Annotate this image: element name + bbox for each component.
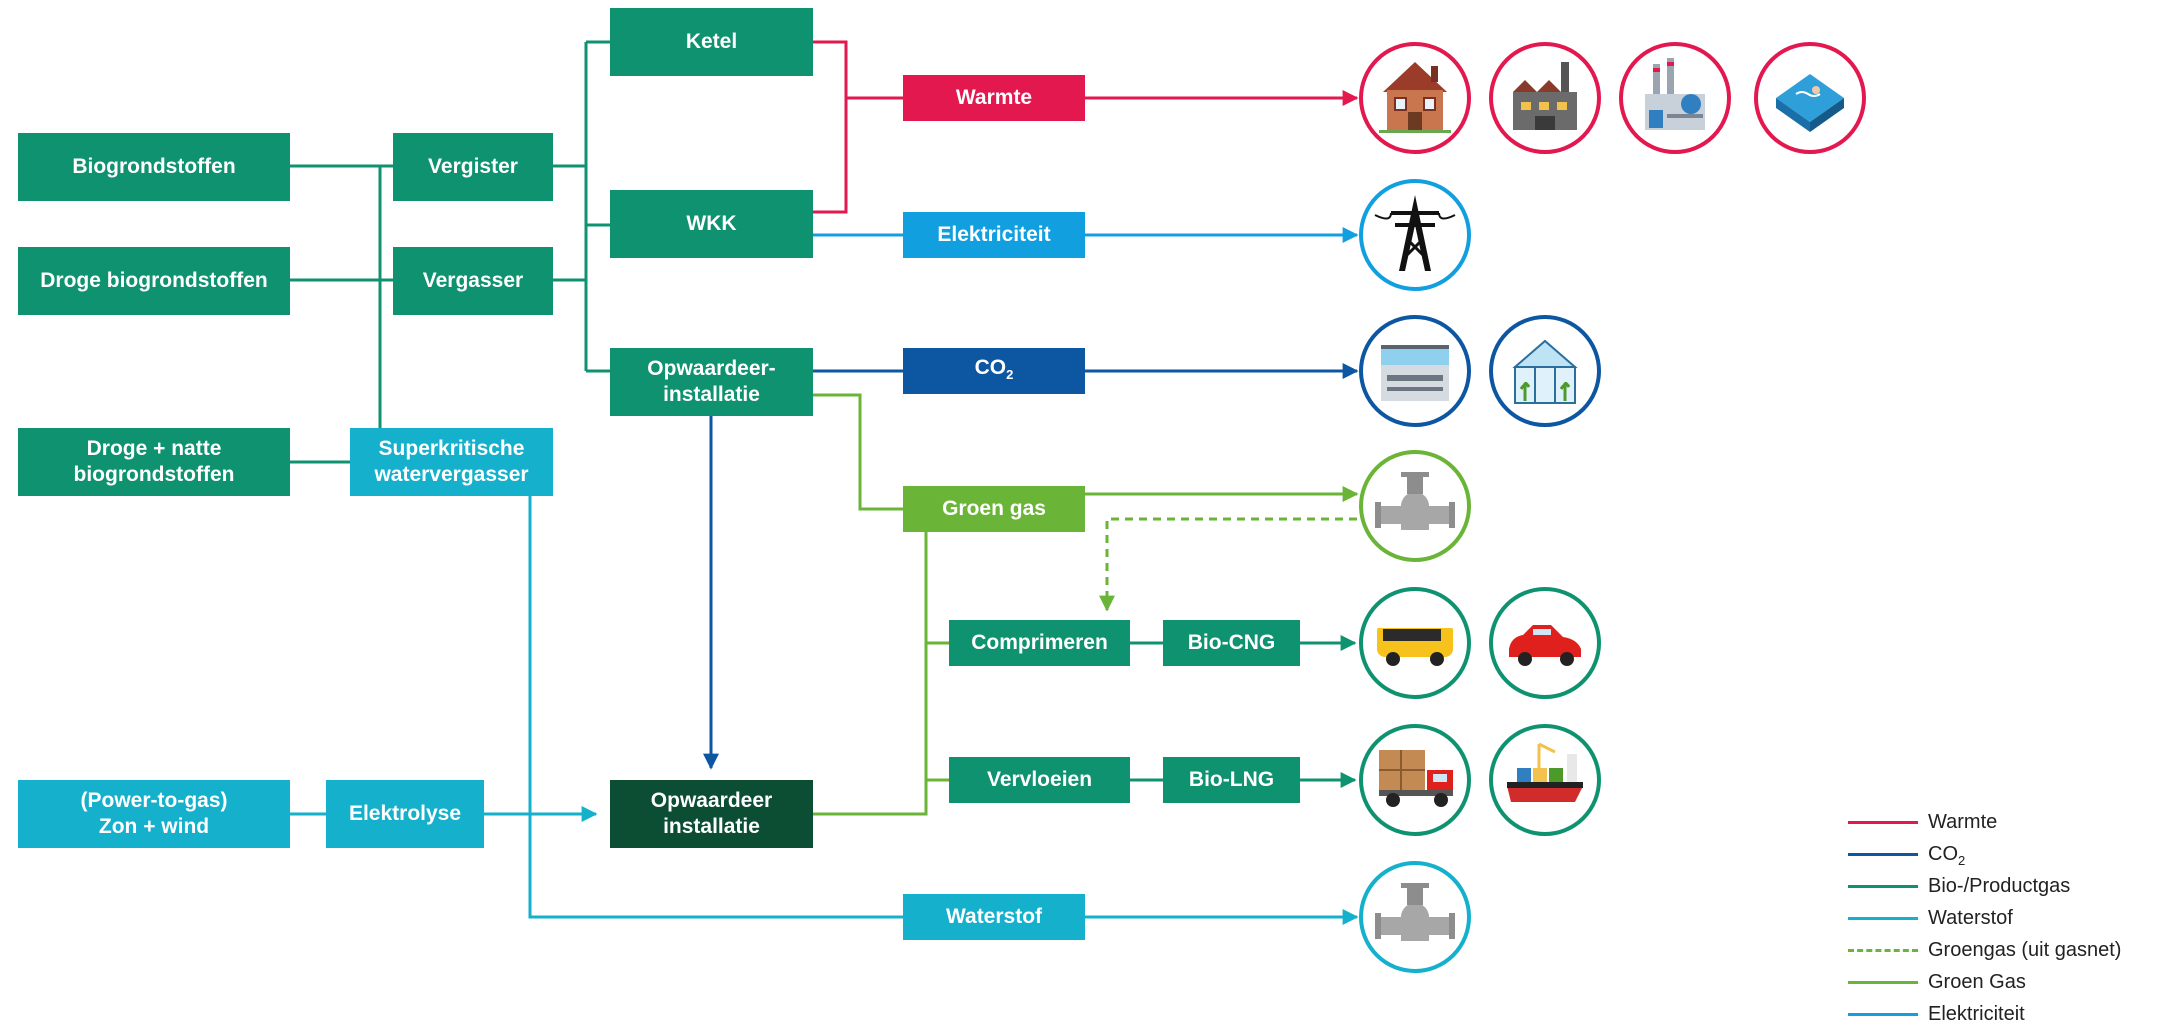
- node-label: (Power-to-gas): [80, 789, 228, 812]
- node-label: Ketel: [685, 30, 738, 53]
- node-droge-biogrondstoffen: Droge biogrondstoffen: [18, 247, 290, 315]
- node-label: Droge biogrondstoffen: [40, 269, 268, 292]
- node-label: Warmte: [955, 86, 1033, 109]
- node-comprimeren: Comprimeren: [949, 620, 1130, 666]
- node-label: watervergasser: [374, 463, 529, 486]
- truck-icon: [1359, 724, 1471, 836]
- house-icon: [1359, 42, 1471, 154]
- legend-line-swatch: [1848, 1013, 1918, 1016]
- co2-subscript: 2: [1006, 366, 1014, 382]
- legend-item: Bio-/Productgas: [1848, 870, 2148, 902]
- bio-productgas-lines: [290, 40, 1357, 788]
- node-label: Superkritische: [378, 437, 525, 460]
- co2-lines: [703, 363, 1359, 770]
- node-vergasser: Vergasser: [393, 247, 553, 315]
- node-label: Opwaardeer-: [647, 357, 776, 380]
- car-icon: [1489, 587, 1601, 699]
- power-pylon-icon: [1359, 179, 1471, 291]
- factory-icon: [1489, 42, 1601, 154]
- node-label: installatie: [663, 383, 760, 406]
- node-label: Comprimeren: [971, 631, 1108, 654]
- node-label: Opwaardeer: [650, 789, 773, 812]
- node-elektriciteit: Elektriciteit: [903, 212, 1085, 258]
- industrial-plant-icon: [1619, 42, 1731, 154]
- legend-label: Elektriciteit: [1928, 1003, 2025, 1025]
- node-label: Bio-LNG: [1188, 768, 1275, 791]
- node-droge-natte-biogrondstoffen: Droge + natte biogrondstoffen: [18, 428, 290, 496]
- legend-line-swatch: [1848, 885, 1918, 888]
- gas-pipe-icon: [1359, 450, 1471, 562]
- node-bio-lng: Bio-LNG: [1163, 757, 1300, 803]
- legend-label: Waterstof: [1928, 907, 2013, 929]
- node-opwaardeerinstallatie: Opwaardeer- installatie: [610, 348, 813, 416]
- node-label: Vergasser: [422, 269, 524, 292]
- node-opwaardeer-installatie-dark: Opwaardeer installatie: [610, 780, 813, 848]
- bus-icon: [1359, 587, 1471, 699]
- node-co2: CO2: [903, 348, 1085, 394]
- legend-line-swatch: [1848, 821, 1918, 824]
- node-label: CO2: [975, 355, 1014, 388]
- node-label: Elektriciteit: [937, 223, 1051, 246]
- legend-line-swatch: [1848, 853, 1918, 856]
- legend-label: Groengas (uit gasnet): [1928, 939, 2122, 961]
- node-label: WKK: [686, 212, 737, 235]
- legend-label: Bio-/Productgas: [1928, 875, 2071, 897]
- cargo-ship-icon: [1489, 724, 1601, 836]
- node-label: Elektrolyse: [348, 802, 462, 825]
- groen-gas-lines: [813, 393, 1359, 816]
- node-label: Zon + wind: [98, 815, 210, 838]
- greenhouse-icon: [1489, 315, 1601, 427]
- legend-item: Warmte: [1848, 806, 2148, 838]
- node-superkritische-watervergasser: Superkritische watervergasser: [350, 428, 553, 496]
- legend-line-swatch: [1848, 917, 1918, 920]
- node-groen-gas: Groen gas: [903, 486, 1085, 532]
- legend-line-swatch: [1848, 981, 1918, 984]
- co2-main-text: CO: [974, 355, 1007, 379]
- node-vergister: Vergister: [393, 133, 553, 201]
- node-vervloeien: Vervloeien: [949, 757, 1130, 803]
- legend-line-swatch: [1848, 949, 1918, 952]
- node-label: Biogrondstoffen: [72, 155, 236, 178]
- legend-item: Groengas (uit gasnet): [1848, 934, 2148, 966]
- end-use-icons: [1359, 42, 1866, 973]
- heated-pool-icon: [1754, 42, 1866, 154]
- node-bio-cng: Bio-CNG: [1163, 620, 1300, 666]
- node-warmte: Warmte: [903, 75, 1085, 121]
- legend-label: Warmte: [1928, 811, 1998, 833]
- legend-item: Elektriciteit: [1848, 998, 2148, 1030]
- node-label: Vergister: [428, 155, 518, 178]
- waterstof-lines: [290, 495, 1359, 925]
- node-label: biogrondstoffen: [73, 463, 235, 486]
- legend-item: Waterstof: [1848, 902, 2148, 934]
- hydrogen-pipe-icon: [1359, 861, 1471, 973]
- node-label: Vervloeien: [986, 768, 1093, 791]
- node-waterstof: Waterstof: [903, 894, 1085, 940]
- node-label: Waterstof: [945, 905, 1043, 928]
- node-label: Groen gas: [942, 497, 1046, 520]
- legend-label: CO2: [1928, 843, 1966, 868]
- node-wkk: WKK: [610, 190, 813, 258]
- legend-label: Groen Gas: [1928, 971, 2026, 993]
- legend-item: Groen Gas: [1848, 966, 2148, 998]
- node-label: Bio-CNG: [1187, 631, 1276, 654]
- node-elektrolyse: Elektrolyse: [326, 780, 484, 848]
- warmte-lines: [813, 40, 1359, 214]
- node-label: installatie: [663, 815, 760, 838]
- node-label: Droge + natte: [86, 437, 222, 460]
- node-ketel: Ketel: [610, 8, 813, 76]
- refrigerated-counter-icon: [1359, 315, 1471, 427]
- node-biogrondstoffen: Biogrondstoffen: [18, 133, 290, 201]
- node-power-to-gas: (Power-to-gas) Zon + wind: [18, 780, 290, 848]
- legend-item: CO2: [1848, 838, 2148, 870]
